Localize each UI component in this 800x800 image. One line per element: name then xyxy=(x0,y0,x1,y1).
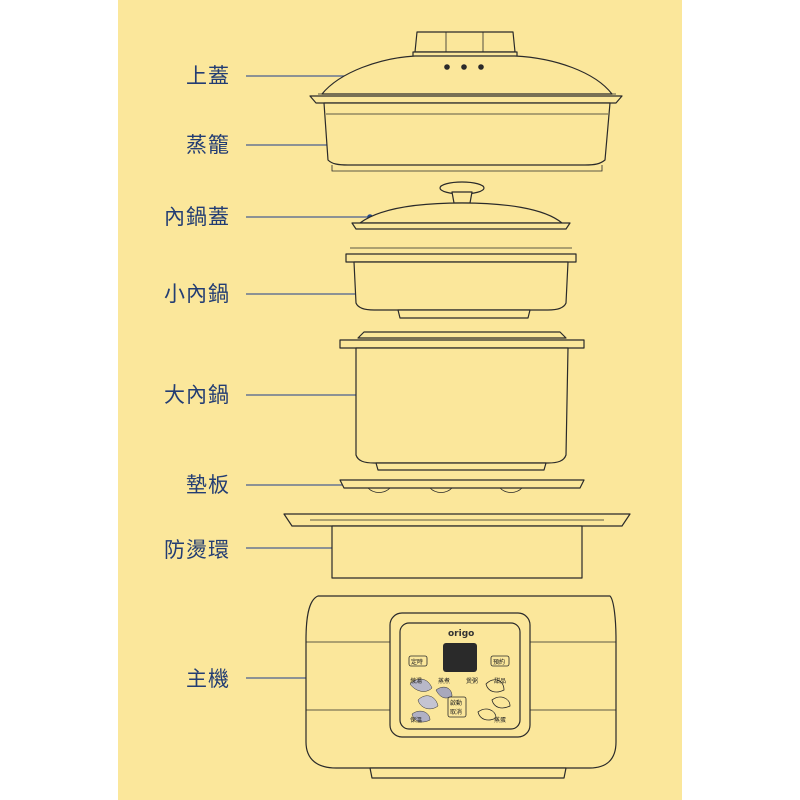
lid-drawing xyxy=(309,31,623,104)
button-bottom-left-label: 保溫 xyxy=(410,716,422,724)
button-cancel-label: 取消 xyxy=(450,708,462,716)
button-bottom-right-label: 蒸蛋 xyxy=(494,716,506,724)
label-inner-lid: 內鍋蓋 xyxy=(164,205,230,229)
button-top-left-label: 定時 xyxy=(411,658,423,666)
label-pad: 墊板 xyxy=(186,473,230,497)
button-row-2-label: 蒸煮 xyxy=(438,677,450,685)
pad-drawing xyxy=(339,479,585,493)
label-small-pot: 小內鍋 xyxy=(164,282,230,306)
brand-logo-text: origo xyxy=(448,629,474,639)
steamer-drawing xyxy=(323,102,611,172)
button-row-3-label: 煲粥 xyxy=(466,677,478,685)
small-pot-drawing xyxy=(345,247,577,319)
label-base-unit: 主機 xyxy=(186,667,230,691)
guard-ring-drawing xyxy=(283,513,631,579)
button-top-right-label: 預約 xyxy=(493,658,505,666)
button-row-1-label: 燉湯 xyxy=(410,677,422,685)
large-pot-drawing xyxy=(339,331,585,471)
label-guard-ring: 防燙環 xyxy=(164,538,230,562)
label-lid: 上蓋 xyxy=(186,64,230,88)
button-start-label: 啟動 xyxy=(450,699,462,707)
base-unit-drawing: origo 定時 預約 燉湯 蒸煮 煲粥 甜品 啟動 取消 保溫 蒸蛋 xyxy=(305,595,617,779)
label-steamer: 蒸籠 xyxy=(186,133,230,157)
label-large-pot: 大內鍋 xyxy=(164,383,230,407)
button-row-4-label: 甜品 xyxy=(494,677,506,685)
inner-lid-drawing xyxy=(351,181,571,230)
